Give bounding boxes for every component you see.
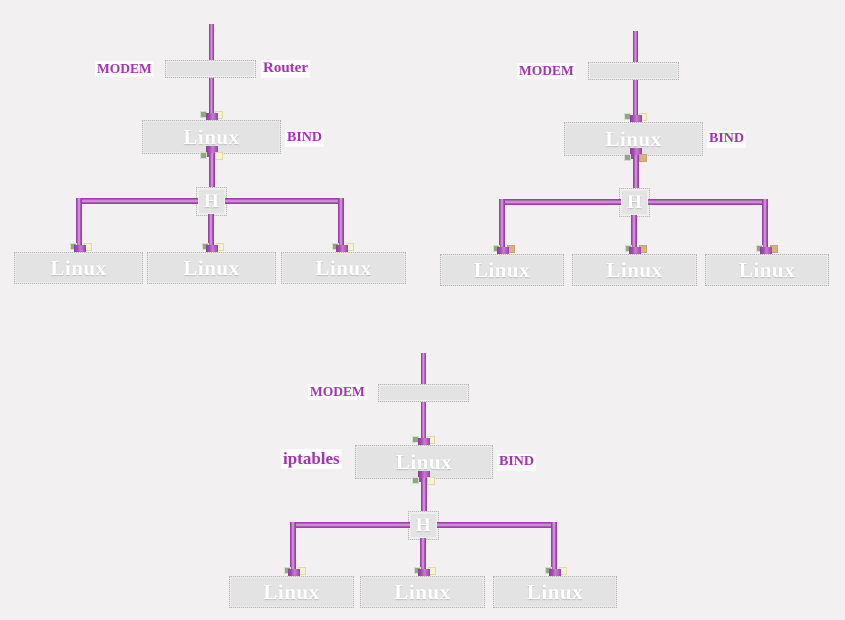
- client-node-1[interactable]: Linux: [14, 252, 143, 284]
- client-node-label: Linux: [315, 255, 372, 280]
- label-modem: MODEM: [95, 61, 154, 78]
- client-3-plug: [336, 245, 348, 256]
- gateway-node-label: Linux: [605, 126, 662, 151]
- modem-box[interactable]: [588, 62, 679, 80]
- diagram-2: MODEM Linux BIND H: [424, 0, 845, 310]
- connector-cream-icon: [215, 152, 223, 160]
- uplink-line: [209, 24, 214, 70]
- uplink-line: [633, 31, 638, 71]
- client-3-plug: [760, 247, 772, 258]
- hub-bus-left: [499, 199, 621, 205]
- client-node-label: Linux: [606, 257, 663, 282]
- client-2-drop-line: [208, 214, 214, 252]
- client-1-drop-line: [76, 198, 82, 250]
- client-1-plug: [497, 247, 509, 258]
- modem-box[interactable]: [378, 384, 469, 402]
- hub-bus-right: [225, 198, 344, 204]
- modem-to-gateway-line: [209, 78, 214, 117]
- client-node-label: Linux: [183, 255, 240, 280]
- client-2-drop-line: [420, 538, 426, 576]
- hub-bus-right: [648, 199, 768, 205]
- gateway-bottom-plug: [630, 148, 642, 159]
- label-modem: MODEM: [517, 63, 576, 80]
- hub-node[interactable]: H: [408, 511, 439, 540]
- hub-node-label: H: [203, 191, 220, 212]
- gateway-bottom-plug: [418, 471, 430, 482]
- hub-node-label: H: [415, 515, 432, 536]
- modem-to-gateway-line: [421, 402, 426, 442]
- hub-node-label-wrap: H: [619, 188, 650, 217]
- client-node-2[interactable]: Linux: [572, 254, 697, 286]
- gateway-top-plug: [630, 115, 642, 126]
- gateway-node-label: Linux: [183, 124, 240, 149]
- gateway-bottom-plug: [206, 146, 218, 157]
- gateway-top-plug: [206, 113, 218, 124]
- uplink-line: [421, 353, 426, 393]
- gateway-node-label: Linux: [395, 449, 453, 474]
- label-bind: BIND: [497, 454, 537, 471]
- client-node-label: Linux: [50, 255, 107, 280]
- client-1-plug: [288, 569, 300, 580]
- connector-green-icon: [412, 477, 419, 484]
- client-2-plug: [206, 245, 218, 256]
- label-bind: BIND: [285, 130, 325, 147]
- client-3-drop-line: [551, 522, 557, 574]
- client-2-plug: [418, 569, 430, 580]
- client-3-drop-line: [338, 198, 344, 250]
- client-node-label: Linux: [473, 257, 531, 282]
- client-3-drop-line: [762, 199, 768, 252]
- client-node-1[interactable]: Linux: [229, 576, 354, 608]
- label-iptables: iptables: [281, 449, 342, 469]
- client-node-1[interactable]: Linux: [440, 254, 564, 286]
- client-node-label: Linux: [263, 579, 320, 604]
- client-2-plug: [629, 247, 641, 258]
- label-bind: BIND: [707, 131, 747, 148]
- client-node-3[interactable]: Linux: [705, 254, 829, 286]
- modem-box[interactable]: [165, 60, 256, 78]
- hub-bus-left: [290, 522, 410, 528]
- client-1-drop-line: [499, 199, 505, 252]
- gateway-to-hub-line: [209, 153, 215, 191]
- hub-bus-left: [76, 198, 198, 204]
- connector-cream-icon: [427, 477, 435, 485]
- client-1-plug: [74, 245, 86, 256]
- client-node-3[interactable]: Linux: [281, 252, 406, 284]
- hub-node[interactable]: H: [196, 187, 227, 216]
- modem-to-gateway-line: [633, 80, 638, 119]
- diagram-1: MODEM Router Linux BIND H: [0, 0, 430, 310]
- gateway-to-hub-line: [633, 155, 639, 189]
- connector-brown-icon: [639, 154, 647, 162]
- client-node-2[interactable]: Linux: [147, 252, 276, 284]
- label-modem: MODEM: [308, 384, 367, 401]
- client-3-plug: [549, 569, 561, 580]
- connector-green-icon: [200, 152, 207, 159]
- client-1-drop-line: [290, 522, 296, 574]
- client-node-3[interactable]: Linux: [493, 576, 617, 608]
- connector-green-icon: [624, 154, 631, 161]
- client-2-drop-line: [631, 215, 637, 254]
- diagram-3: MODEM iptables Linux BIND H: [212, 322, 642, 620]
- client-node-2[interactable]: Linux: [360, 576, 485, 608]
- label-router: Router: [261, 60, 310, 78]
- client-node-label: Linux: [526, 579, 584, 604]
- client-node-label: Linux: [738, 257, 796, 282]
- client-node-label: Linux: [394, 579, 451, 604]
- gateway-to-hub-line: [421, 478, 427, 513]
- hub-bus-right: [437, 522, 557, 528]
- hub-node-label: H: [627, 191, 642, 213]
- gateway-top-plug: [418, 438, 430, 449]
